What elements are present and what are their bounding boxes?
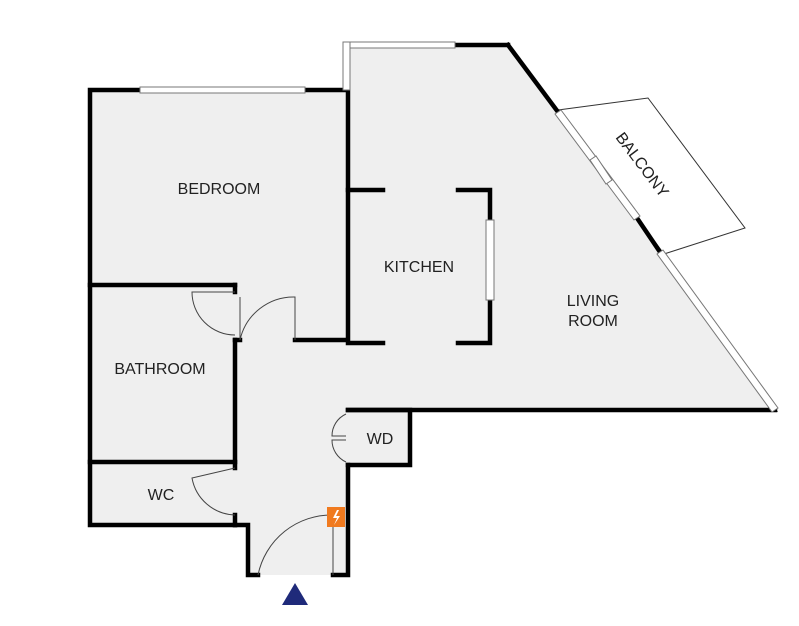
room-label-wc: WC <box>148 487 175 504</box>
windows <box>139 41 779 413</box>
apartment-floor <box>90 45 775 575</box>
entrance-triangle-icon <box>282 583 308 605</box>
room-label-wd: WD <box>367 431 394 448</box>
walls <box>87 41 778 578</box>
electric-panel-icon <box>327 507 345 527</box>
room-label-living-2: ROOM <box>568 313 618 330</box>
room-label-kitchen: KITCHEN <box>384 259 454 276</box>
doors <box>191 291 347 576</box>
room-label-bathroom: BATHROOM <box>114 361 205 378</box>
room-label-living-1: LIVING <box>567 293 619 310</box>
room-label-bedroom: BEDROOM <box>178 181 261 198</box>
